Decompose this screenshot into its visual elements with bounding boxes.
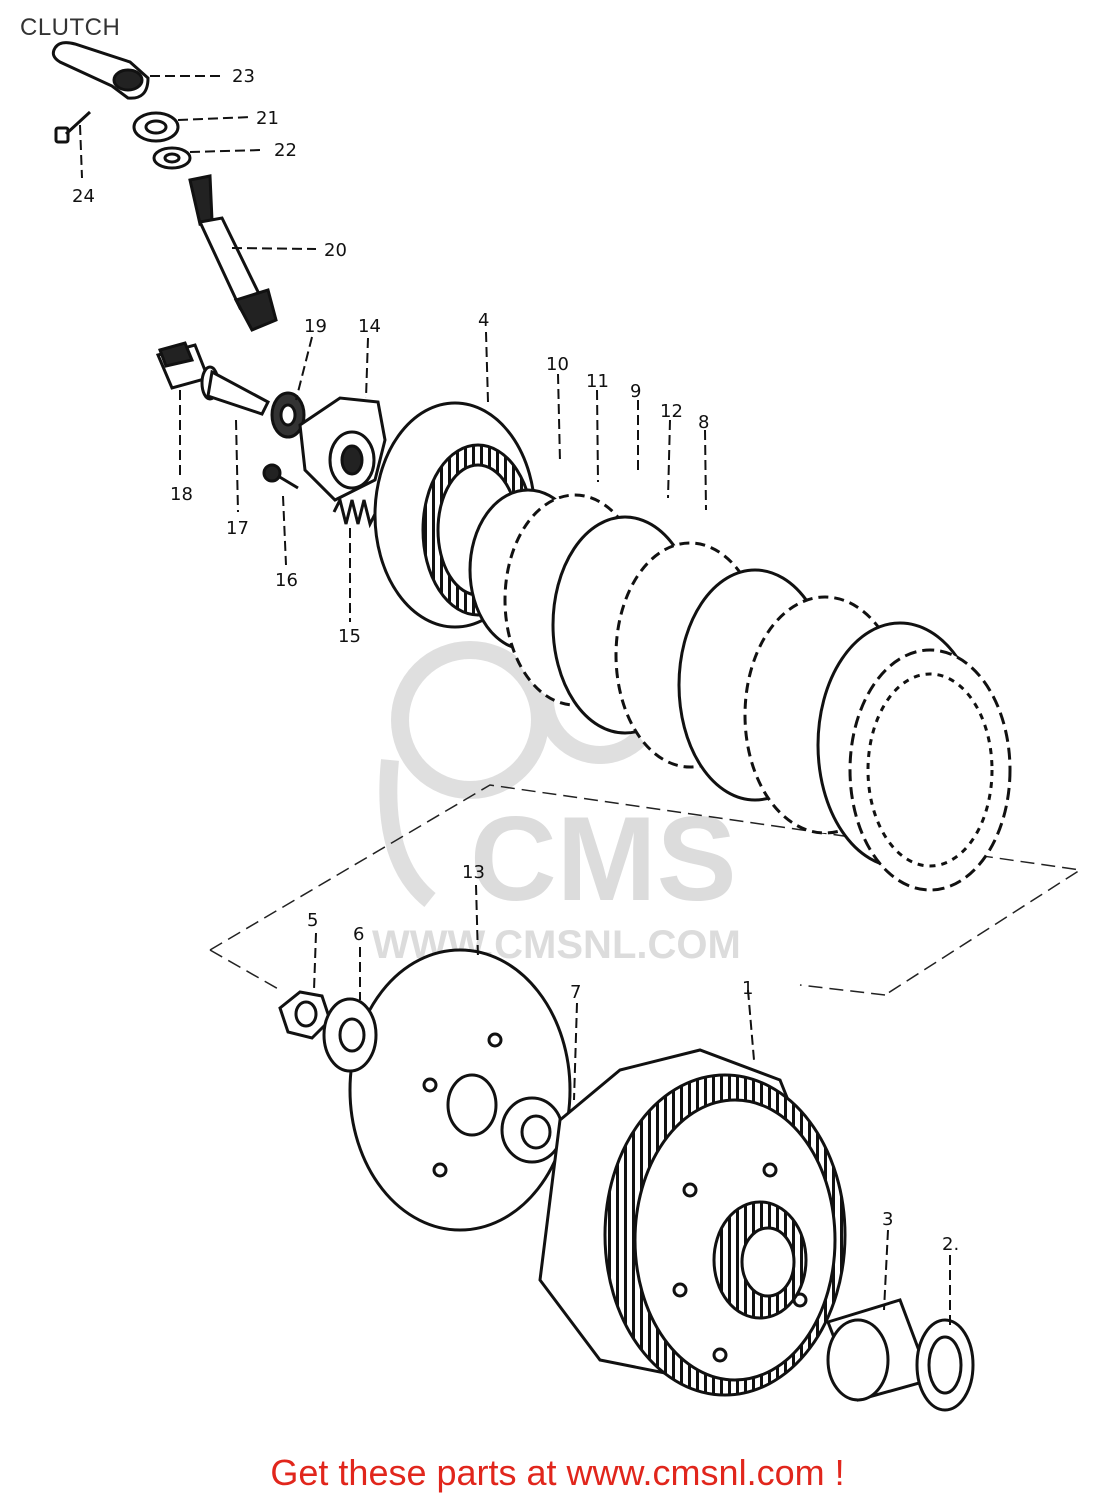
lock-washer-part — [322, 997, 378, 1073]
page-title: CLUTCH — [20, 14, 121, 41]
callout-4: 4 — [478, 310, 489, 331]
spring-bolt-part — [262, 463, 299, 490]
release-arm-part — [51, 41, 150, 100]
leader-lines — [79, 75, 951, 1325]
callout-8: 8 — [698, 412, 709, 433]
reference-boundary — [209, 784, 1083, 996]
callout-1: 1 — [742, 978, 753, 999]
push-rod-end-part — [155, 341, 211, 390]
callout-24: 24 — [72, 186, 95, 207]
washer-part — [152, 146, 192, 170]
promo-link[interactable]: Get these parts at www.cmsnl.com ! — [270, 1452, 845, 1493]
thrust-washer-part — [500, 1096, 564, 1164]
bearing-part — [270, 391, 306, 439]
callout-19: 19 — [304, 316, 327, 337]
callout-13: 13 — [462, 862, 485, 883]
callout-18: 18 — [170, 484, 193, 505]
callout-11: 11 — [586, 371, 609, 392]
callout-17: 17 — [226, 518, 249, 539]
callout-2: 2. — [942, 1234, 959, 1255]
callout-9: 9 — [630, 381, 641, 402]
push-rod-part — [200, 365, 270, 416]
callout-15: 15 — [338, 626, 361, 647]
callout-12: 12 — [660, 401, 683, 422]
callout-5: 5 — [307, 910, 318, 931]
thrust-washer-2-part — [915, 1318, 975, 1412]
callout-21: 21 — [256, 108, 279, 129]
callout-3: 3 — [882, 1209, 893, 1230]
watermark-logo: CMS — [470, 792, 737, 926]
clutch-housing-part — [538, 1048, 847, 1397]
pressure-plate-part — [298, 396, 387, 502]
callout-14: 14 — [358, 316, 381, 337]
release-screw-part — [188, 174, 278, 332]
screw-part — [54, 110, 92, 144]
oil-seal-part — [132, 111, 180, 143]
callout-7: 7 — [570, 982, 581, 1003]
callout-22: 22 — [274, 140, 297, 161]
cover-plate-part — [348, 948, 572, 1232]
callout-10: 10 — [546, 354, 569, 375]
nut-part — [278, 990, 332, 1040]
clutch-spring-part — [332, 495, 378, 529]
callout-16: 16 — [275, 570, 298, 591]
callout-20: 20 — [324, 240, 347, 261]
part-callouts: 23 21 22 24 20 19 14 4 10 11 9 12 8 18 1… — [72, 66, 959, 1255]
callout-23: 23 — [232, 66, 255, 87]
callout-6: 6 — [353, 924, 364, 945]
spacer-part — [826, 1298, 932, 1402]
clutch-plate-stack — [468, 488, 1012, 892]
